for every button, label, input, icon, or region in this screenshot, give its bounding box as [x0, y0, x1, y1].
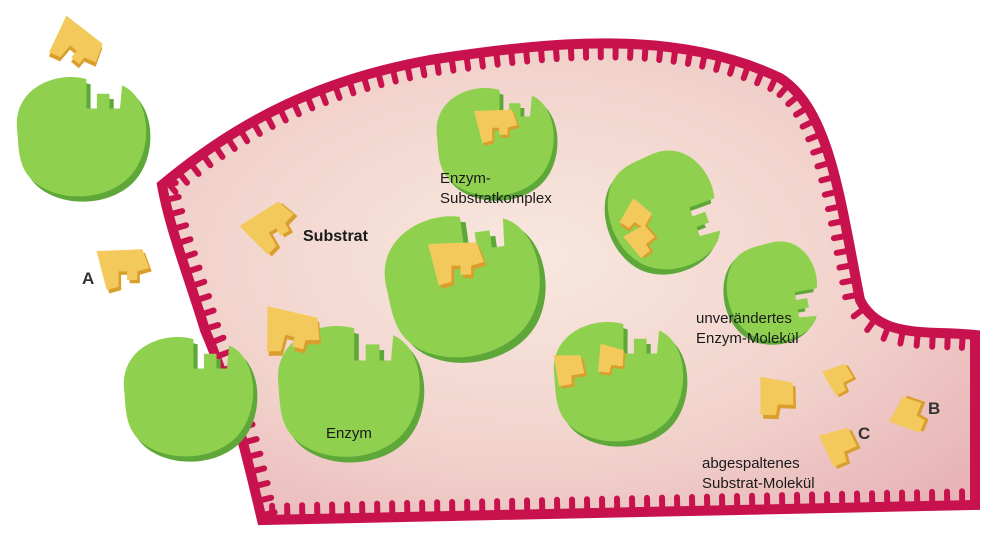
substrate-a	[97, 249, 152, 293]
membrane-villus	[349, 80, 353, 93]
membrane-villus	[702, 53, 705, 67]
membrane-villus	[251, 468, 265, 471]
membrane-villus	[688, 50, 690, 64]
membrane-villus	[258, 498, 272, 501]
membrane-villus	[526, 48, 527, 62]
membrane-villus	[716, 56, 720, 70]
membrane-villus	[165, 197, 179, 200]
label-letter-b: B	[928, 400, 940, 418]
label-substrate: Substrat	[303, 228, 368, 246]
membrane-villus	[556, 45, 557, 59]
membrane-villus	[200, 311, 213, 315]
membrane-villus	[196, 296, 209, 300]
membrane-villus	[831, 221, 845, 224]
label-complex-line1: Enzym-	[440, 170, 491, 188]
membrane-villus	[205, 325, 218, 329]
membrane-villus	[162, 183, 176, 186]
membrane-villus	[182, 253, 195, 257]
membrane-villus	[834, 236, 848, 239]
membrane-villus	[481, 53, 483, 67]
membrane-villus	[496, 51, 498, 65]
membrane-villus	[674, 48, 676, 62]
membrane-villus	[818, 163, 832, 167]
membrane-villus	[917, 332, 918, 346]
membrane-villus	[813, 148, 826, 152]
membrane-villus	[645, 45, 646, 59]
membrane-villus	[571, 44, 572, 58]
membrane-villus	[947, 333, 948, 347]
label-cleaved-line2: Substrat-Molekül	[702, 475, 815, 493]
membrane-villus	[247, 454, 261, 458]
membrane-villus	[177, 239, 190, 243]
membrane-villus	[437, 59, 439, 73]
label-cleaved-line1: abgespaltenes	[702, 455, 800, 473]
membrane-villus	[821, 177, 835, 181]
membrane-villus	[191, 282, 204, 286]
membrane-villus	[393, 68, 396, 82]
membrane-villus	[451, 57, 453, 71]
enzyme-outside-top	[17, 77, 151, 202]
membrane-villus	[378, 72, 382, 86]
membrane-villus	[541, 46, 542, 60]
membrane-villus	[845, 295, 859, 298]
enzyme-outside-bottom	[124, 337, 258, 462]
membrane-villus	[466, 55, 468, 69]
membrane-villus	[243, 439, 257, 443]
label-unchanged-line1: unverändertes	[696, 310, 792, 328]
membrane-villus	[828, 206, 842, 209]
membrane-villus	[261, 512, 275, 515]
membrane-villus	[932, 333, 933, 347]
label-enzyme: Enzym	[326, 425, 372, 443]
membrane-villus	[837, 250, 851, 253]
membrane-villus	[630, 44, 631, 58]
substrate-outside-top	[39, 14, 110, 83]
membrane-villus	[422, 62, 425, 76]
membrane-villus	[169, 211, 183, 215]
membrane-villus	[825, 192, 839, 195]
label-letter-c: C	[858, 425, 870, 443]
membrane-villus	[962, 334, 963, 348]
membrane-villus	[173, 225, 186, 229]
membrane-villus	[511, 49, 513, 63]
membrane-villus	[842, 280, 856, 283]
membrane-villus	[659, 46, 660, 60]
label-letter-a: A	[82, 270, 94, 288]
membrane-villus	[730, 60, 734, 73]
membrane-villus	[900, 330, 903, 344]
membrane-villus	[186, 268, 199, 272]
label-complex-line2: Substratkomplex	[440, 190, 552, 208]
membrane-villus	[254, 483, 268, 486]
label-unchanged-line2: Enzym-Molekül	[696, 330, 799, 348]
membrane-villus	[407, 65, 410, 79]
membrane-villus	[364, 76, 368, 89]
membrane-villus	[840, 265, 854, 268]
